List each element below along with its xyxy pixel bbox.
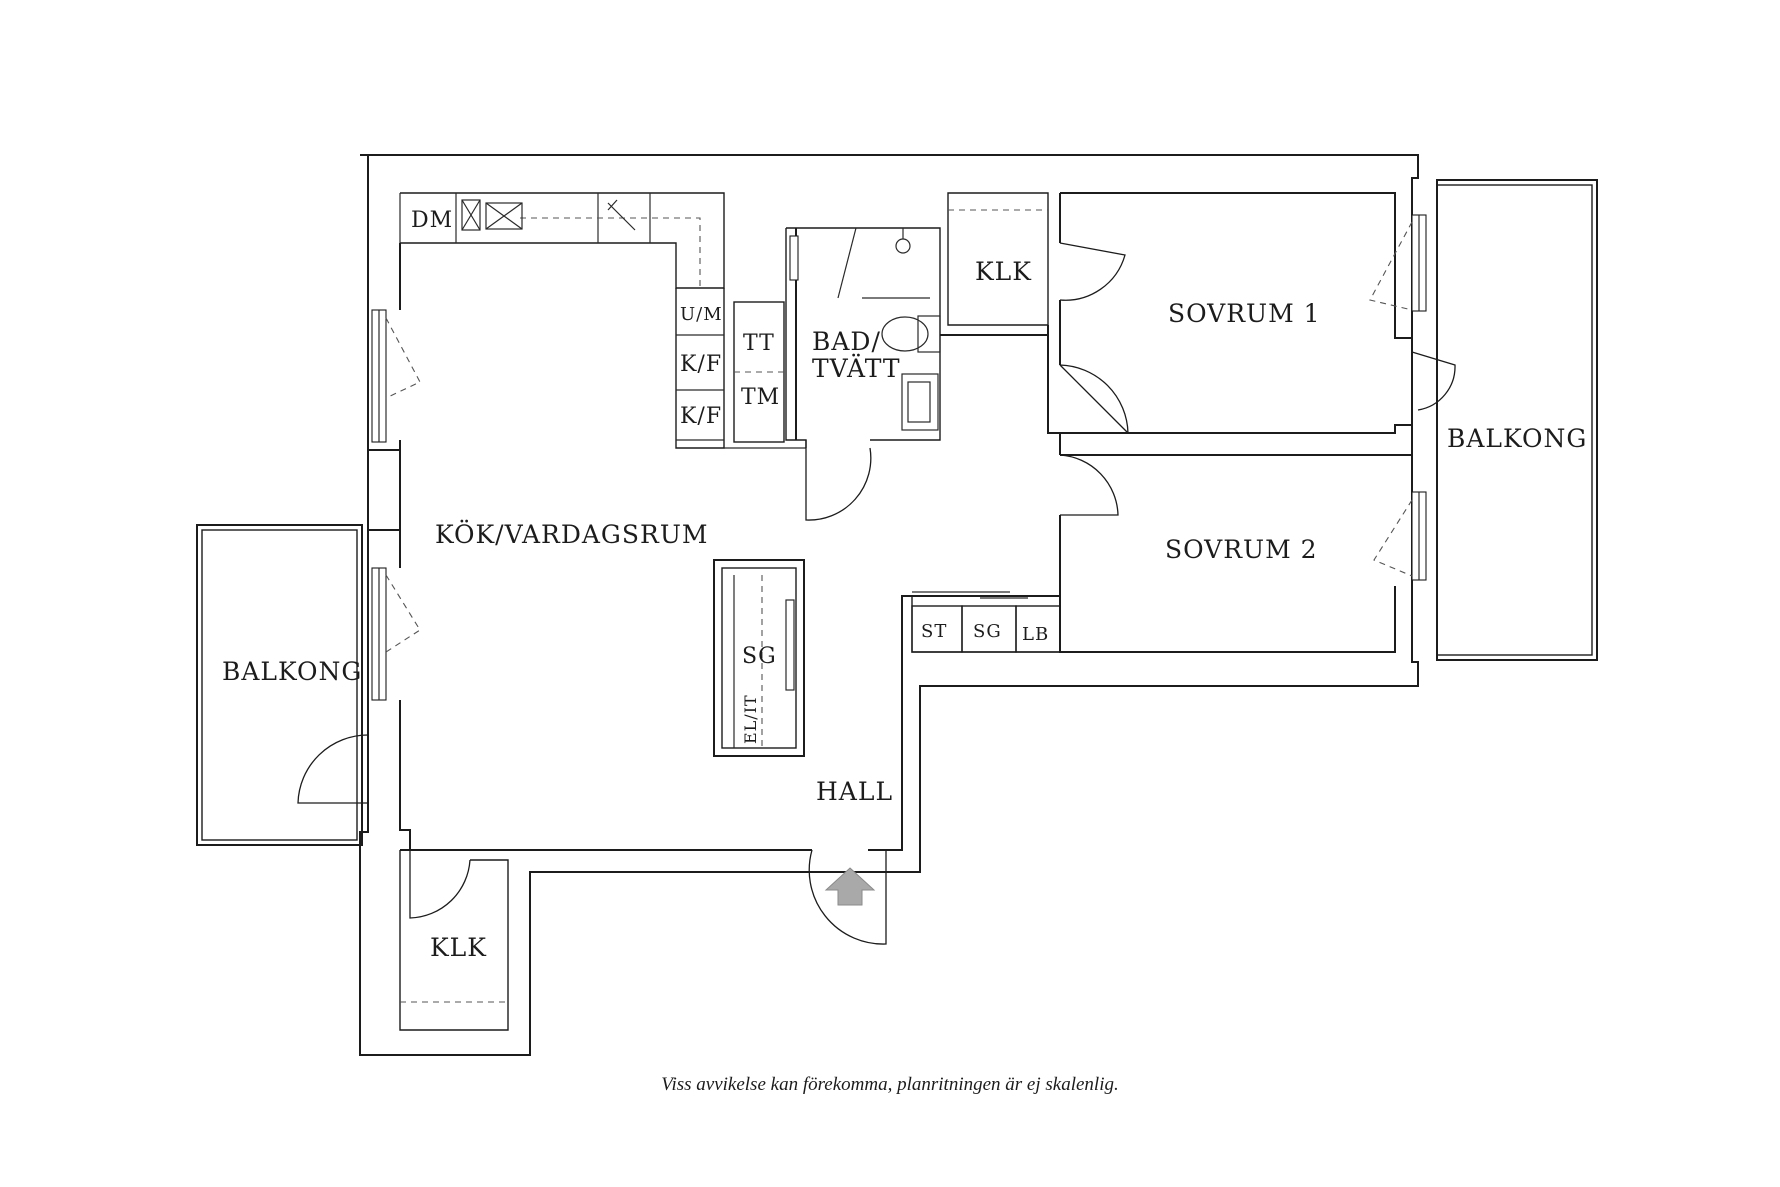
label-bedroom-2: SOVRUM 2: [1165, 535, 1318, 564]
disclaimer-note: Viss avvikelse kan förekomma, planritnin…: [661, 1074, 1118, 1095]
label-el-it: EL/IT: [741, 694, 760, 744]
room-labels: KÖK/VARDAGSRUM HALL BAD/ TVÄTT KLK KLK S…: [222, 257, 1587, 962]
label-um: U/M: [680, 304, 723, 325]
label-balcony-right: BALKONG: [1447, 424, 1587, 453]
closet-bottom: [399, 849, 509, 1031]
kitchen-counter: [399, 192, 725, 449]
storage-units: [902, 591, 1061, 653]
label-sg-small: SG: [973, 621, 1002, 642]
label-closet-bottom: KLK: [430, 933, 487, 962]
label-closet-top: KLK: [975, 257, 1032, 286]
label-kf-2: K/F: [680, 404, 722, 429]
window-swings: [385, 221, 1413, 653]
doors: [297, 242, 1456, 945]
label-sg-hall: SG: [742, 644, 777, 669]
label-balcony-left: BALKONG: [222, 657, 362, 686]
entrance-arrow-icon: [824, 867, 876, 906]
label-bath-line2: TVÄTT: [812, 354, 901, 383]
balcony-right: [1436, 179, 1598, 661]
label-bedroom-1: SOVRUM 1: [1168, 299, 1321, 328]
label-dm: DM: [411, 208, 453, 233]
label-st: ST: [921, 621, 947, 642]
windows: [371, 214, 1427, 701]
fixture-labels: DM U/M K/F K/F TT TM SG EL/IT ST SG LB: [411, 208, 1049, 744]
label-tt: TT: [743, 331, 775, 356]
label-hall: HALL: [816, 777, 893, 806]
outer-walls: [359, 154, 1419, 1056]
partition-walls: [940, 192, 1412, 653]
label-kitchen-living: KÖK/VARDAGSRUM: [435, 520, 709, 549]
hall-wardrobe: [713, 559, 805, 757]
label-lb: LB: [1022, 624, 1049, 645]
label-bath-line1: BAD/: [812, 327, 881, 356]
balcony-left: [196, 524, 363, 846]
label-kf-1: K/F: [680, 352, 722, 377]
tt-tm-stack: [724, 301, 806, 449]
label-tm: TM: [741, 385, 780, 410]
